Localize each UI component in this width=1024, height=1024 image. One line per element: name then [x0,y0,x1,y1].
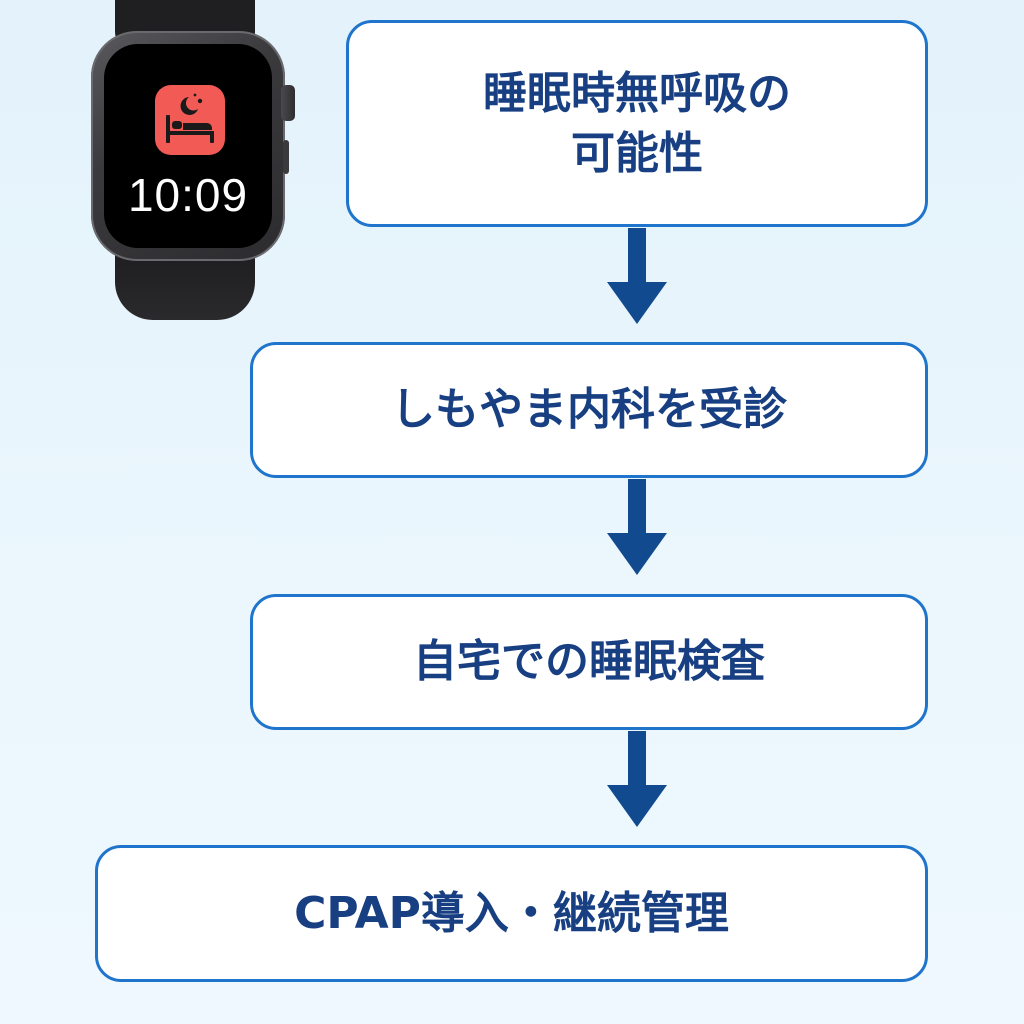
flow-step-visit-clinic: しもやま内科を受診 [250,342,928,478]
step-text-line: しもやま内科を受診 [391,384,787,435]
flow-step-cpap-management: CPAP導入・継続管理 [95,845,928,982]
flow-step-possible-sleep-apnea: 睡眠時無呼吸の 可能性 [346,20,928,227]
step-text-line: 可能性 [571,127,703,179]
arrow-down-icon [607,731,667,827]
arrow-down-icon [607,228,667,324]
flow-step-home-sleep-test: 自宅での睡眠検査 [250,594,928,730]
step-text-line: CPAP導入・継続管理 [294,887,729,939]
watch-side-button [283,140,289,174]
step-text-line: 自宅での睡眠検査 [413,636,765,687]
smartwatch: 10:09 [0,0,310,330]
watch-crown [281,85,295,121]
sleep-bed-icon [155,85,225,155]
watch-screen: 10:09 [104,44,272,248]
watch-time: 10:09 [127,169,249,221]
arrow-down-icon [607,479,667,575]
step-text-line: 睡眠時無呼吸の [483,67,791,119]
